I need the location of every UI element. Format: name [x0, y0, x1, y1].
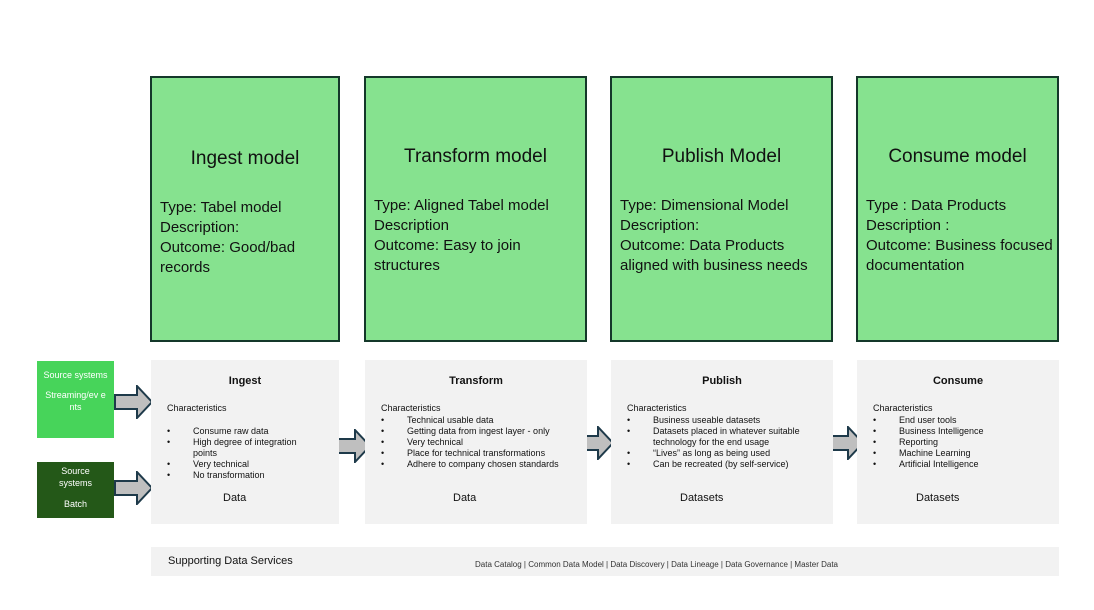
ingest-model-outcome: Outcome: Good/bad records — [160, 239, 296, 276]
publish-model-box: Publish Model Type: Dimensional Model De… — [610, 76, 833, 342]
list-item: No transformation — [167, 470, 322, 481]
consume-characteristics-label: Characteristics — [873, 403, 933, 413]
ingest-model-box: Ingest model Type: Tabel model Descripti… — [150, 76, 340, 342]
arrow-right-icon — [114, 471, 154, 505]
list-item: Reporting — [873, 437, 1053, 448]
list-item: Can be recreated (by self-service) — [627, 459, 827, 470]
list-item: “Lives” as long as being used — [627, 448, 827, 459]
source-batch-box: Source systems Batch — [37, 462, 114, 518]
publish-model-description: Description: — [620, 217, 700, 234]
ingest-model-type: Type: Tabel model — [160, 199, 282, 216]
publish-model-outcome: Outcome: Data Products aligned with busi… — [620, 237, 808, 274]
source-streaming-type: Streaming/ev ents — [45, 390, 106, 412]
consume-model-description: Description : — [866, 217, 950, 234]
list-item: Consume raw data — [167, 426, 322, 437]
list-item: High degree of integration points — [167, 437, 322, 459]
transform-model-outcome: Outcome: Easy to join structures — [374, 237, 521, 274]
consume-layer-output: Datasets — [916, 492, 960, 504]
ingest-layer-title: Ingest — [228, 375, 262, 387]
list-item: Business Intelligence — [873, 426, 1053, 437]
transform-layer-output: Data — [453, 492, 477, 504]
list-item: Machine Learning — [873, 448, 1053, 459]
list-item: End user tools — [873, 415, 1053, 426]
publish-characteristics-label: Characteristics — [627, 403, 687, 413]
consume-layer-title: Consume — [932, 375, 984, 387]
transform-model-description: Description — [374, 217, 450, 234]
ingest-layer-panel: Ingest Characteristics Consume raw data … — [151, 360, 339, 524]
transform-characteristics-label: Characteristics — [381, 403, 441, 413]
publish-model-title: Publish Model — [661, 146, 782, 167]
list-item: Artificial Intelligence — [873, 459, 1053, 470]
list-item: Very technical — [167, 459, 322, 470]
list-item: Getting data from ingest layer - only — [381, 426, 586, 437]
transform-model-title: Transform model — [404, 146, 547, 167]
consume-model-box: Consume model Type : Data Products Descr… — [856, 76, 1059, 342]
transform-characteristics-list: Technical usable data Getting data from … — [381, 415, 586, 470]
publish-layer-title: Publish — [702, 375, 742, 387]
list-item: Datasets placed in whatever suitable tec… — [627, 426, 827, 448]
list-item: Technical usable data — [381, 415, 586, 426]
source-batch-type: Batch — [63, 499, 87, 509]
ingest-layer-output: Data — [223, 492, 247, 504]
list-item: Adhere to company chosen standards — [381, 459, 586, 470]
transform-model-box: Transform model Type: Aligned Tabel mode… — [364, 76, 587, 342]
arrow-right-icon — [114, 385, 154, 419]
list-item: Place for technical transformations — [381, 448, 586, 459]
source-batch-label: Source systems — [58, 466, 92, 488]
consume-characteristics-list: End user tools Business Intelligence Rep… — [873, 415, 1053, 470]
supporting-data-services-list: Data Catalog | Common Data Model | Data … — [475, 560, 839, 569]
source-streaming-box: Source systems Streaming/ev ents — [37, 361, 114, 438]
list-item: Business useable datasets — [627, 415, 827, 426]
consume-model-title: Consume model — [888, 146, 1027, 167]
transform-layer-title: Transform — [449, 375, 503, 387]
consume-layer-panel: Consume Characteristics End user tools B… — [857, 360, 1059, 524]
ingest-model-title: Ingest model — [190, 148, 300, 169]
ingest-characteristics-list: Consume raw data High degree of integrat… — [167, 426, 322, 481]
supporting-data-services-label: Supporting Data Services — [168, 555, 293, 567]
ingest-characteristics-label: Characteristics — [167, 403, 227, 413]
transform-layer-panel: Transform Characteristics Technical usab… — [365, 360, 587, 524]
list-item: Very technical — [381, 437, 586, 448]
consume-model-type: Type : Data Products — [866, 197, 1007, 214]
source-streaming-label: Source systems — [43, 370, 108, 380]
publish-layer-output: Datasets — [680, 492, 724, 504]
supporting-data-services-bar: Supporting Data Services Data Catalog | … — [151, 547, 1059, 576]
publish-layer-panel: Publish Characteristics Business useable… — [611, 360, 833, 524]
publish-model-type: Type: Dimensional Model — [620, 197, 789, 214]
transform-model-type: Type: Aligned Tabel model — [374, 197, 549, 214]
consume-model-outcome: Outcome: Business focused documentation — [866, 237, 1053, 274]
ingest-model-description: Description: — [160, 219, 240, 236]
publish-characteristics-list: Business useable datasets Datasets place… — [627, 415, 827, 470]
